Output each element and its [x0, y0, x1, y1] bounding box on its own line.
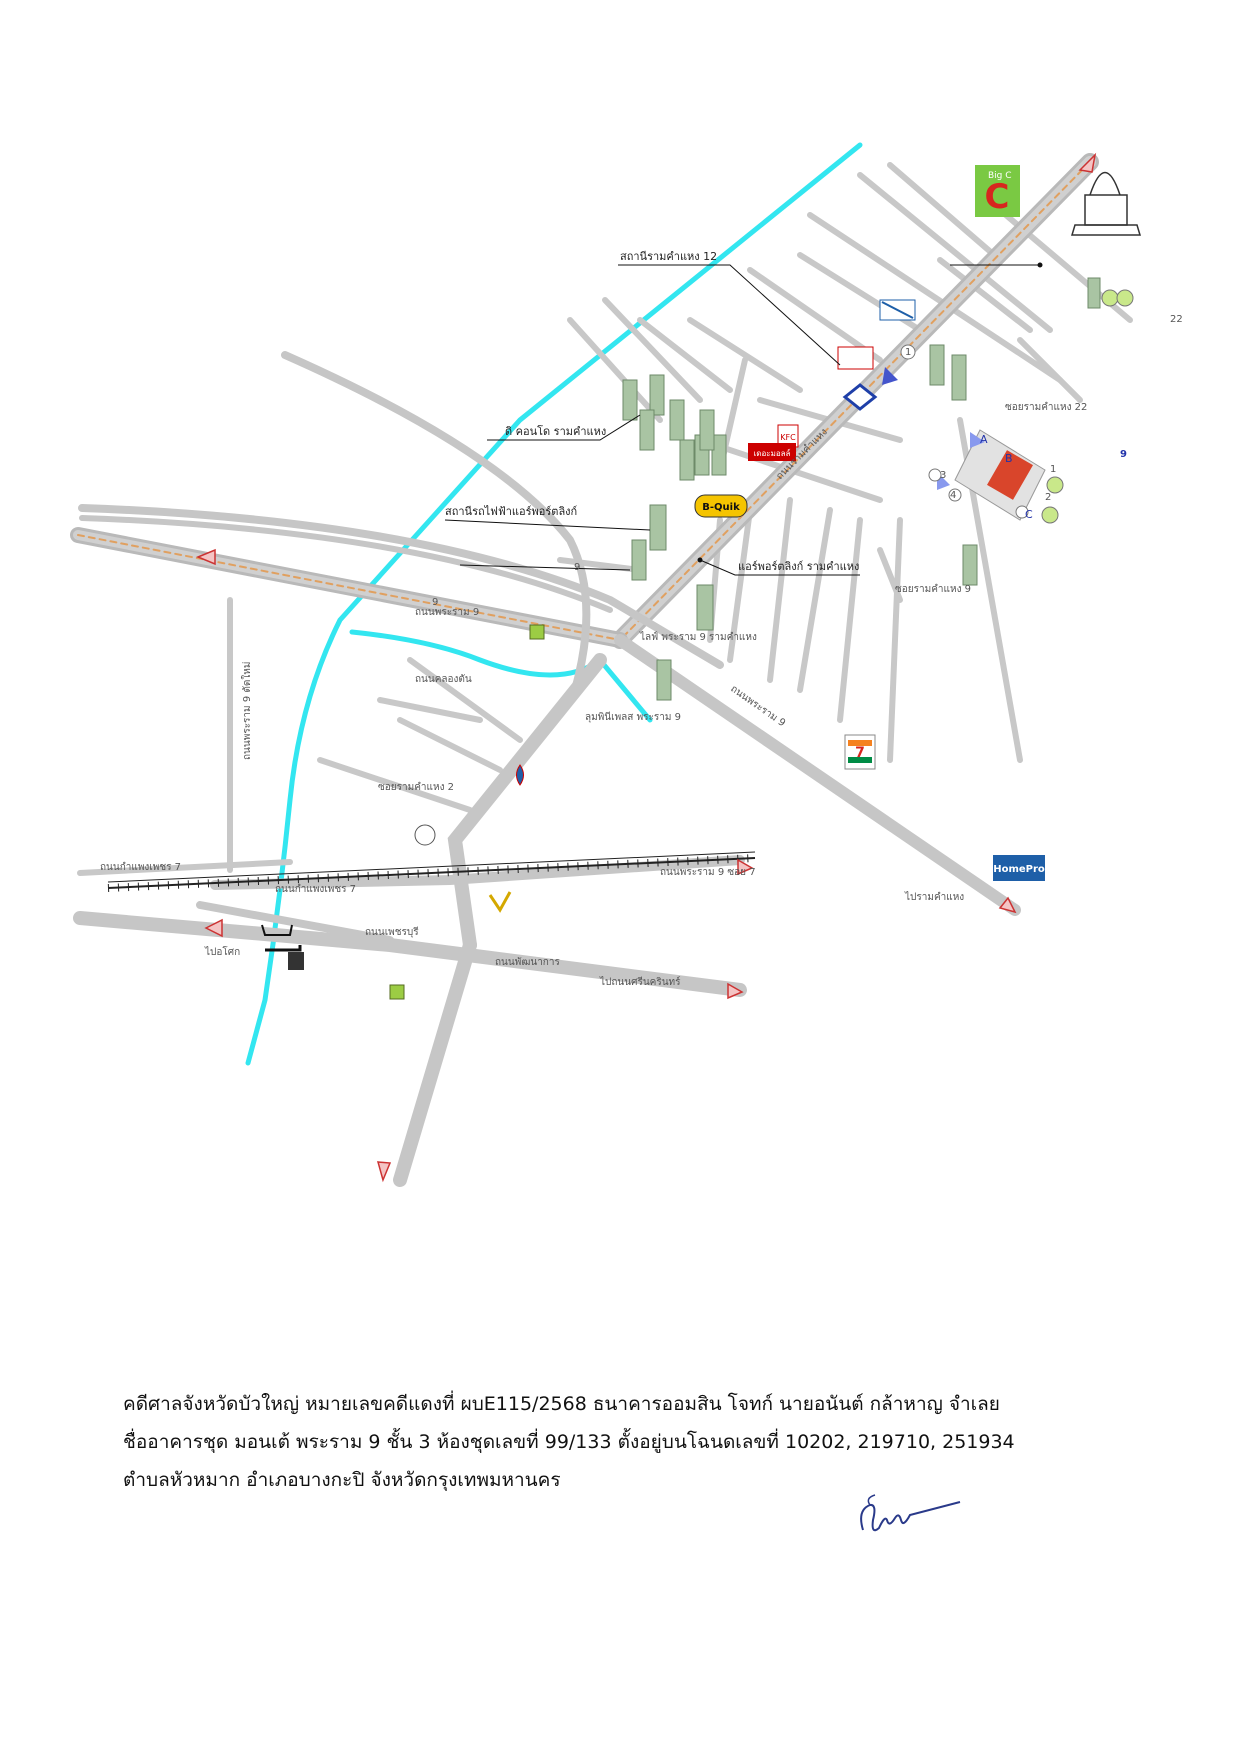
homepro-logo: HomePro — [993, 855, 1045, 881]
caption-line-1: คดีศาลจังหวัดบัวใหญ่ หมายเลขคดีแดงที่ ผบ… — [123, 1393, 1000, 1415]
post-logo — [879, 299, 916, 321]
svg-text:C: C — [985, 177, 1010, 217]
label-north-road: ซอยรามคำแหง 22 — [1005, 402, 1087, 413]
direction-arrows — [196, 152, 1097, 1183]
num-3: 3 — [940, 470, 946, 481]
condo-buildings — [622, 277, 1101, 701]
letter-a: A — [980, 433, 988, 446]
mall-block — [954, 429, 1046, 521]
label-rama9-road: ถนนพระราม 9 — [415, 607, 479, 618]
label-condo-rk: ไลฟ์ พระราม 9 รามคำแหง — [639, 631, 757, 643]
railway — [107, 851, 756, 892]
marker-9b: 9 — [432, 597, 438, 608]
marker-9c: 9 — [1120, 449, 1127, 460]
location-map: C Big C B-Quik KFC เดอะมอลล์ 7 HomePro — [70, 142, 1183, 1187]
label-near: แอร์พอร์ตลิงก์ รามคำแหง — [738, 560, 859, 573]
label-soi-rama9: ซอยรามคำแหง 9 — [895, 584, 971, 595]
label-phattanakan: ถนนพัฒนาการ — [495, 957, 560, 968]
caption-line-3: ตำบลหัวหมาก อำเภอบางกะปิ จังหวัดกรุงเทพม… — [123, 1469, 561, 1491]
letter-c: C — [1025, 508, 1033, 521]
marker-9a: 9 — [574, 562, 580, 573]
label-to-left: ไปอโศก — [204, 945, 240, 958]
svg-text:Big C: Big C — [988, 171, 1012, 181]
marker-22: 22 — [1170, 314, 1183, 325]
svg-text:เดอะมอลล์: เดอะมอลล์ — [754, 448, 791, 458]
svg-text:KFC: KFC — [780, 433, 796, 442]
caption-line-2: ชื่ออาคารชุด มอนเต้ พระราม 9 ชั้น 3 ห้อง… — [123, 1431, 1015, 1453]
svg-text:B-Quik: B-Quik — [702, 502, 740, 513]
letter-b: B — [1005, 452, 1013, 465]
label-arl-station: สถานีรถไฟฟ้าแอร์พอร์ตลิงก์ — [445, 505, 577, 518]
svg-text:7: 7 — [855, 745, 865, 761]
signature — [860, 1494, 961, 1532]
svg-text:HomePro: HomePro — [993, 864, 1045, 875]
label-rama9-soi-7: ถนนพระราม 9 ซอย 7 — [660, 867, 756, 878]
label-canal-road: ถนนคลองตัน — [415, 674, 472, 685]
case-caption: คดีศาลจังหวัดบัวใหญ่ หมายเลขคดีแดงที่ ผบ… — [123, 1385, 1123, 1499]
label-station-12: สถานีรามคำแหง 12 — [620, 250, 717, 263]
mall-logo: เดอะมอลล์ — [748, 443, 796, 461]
label-rk-soi-7b: ถนนกำแพงเพชร 7 — [275, 884, 356, 895]
label-rama9-soi-2: ซอยรามคำแหง 2 — [378, 782, 454, 793]
leader-lines — [444, 262, 1043, 576]
num-1b: 1 — [905, 347, 911, 358]
bigc-logo: C Big C — [975, 165, 1020, 217]
num-1a: 1 — [1050, 464, 1056, 475]
label-city-condo: ดิ คอนโด รามคำแหง — [505, 424, 606, 438]
bquik-logo: B-Quik — [694, 494, 748, 518]
num-4: 4 — [950, 490, 956, 501]
label-to-rk: ไปรามคำแหง — [904, 891, 964, 903]
label-rk-soi-7: ถนนกำแพงเพชร 7 — [100, 862, 181, 873]
label-phetchaburi: ถนนเพชรบุรี — [365, 926, 419, 938]
label-to-nakhon: ไปถนนศรีนครินทร์ — [599, 976, 681, 988]
label-condo-rama9: ลุมพินีเพลส พระราม 9 — [585, 711, 681, 723]
label-rama9-v: ถนนพระราม 9 ตัดใหม่ — [241, 662, 253, 760]
arl-logo — [837, 346, 878, 411]
monument-icon — [1070, 172, 1142, 236]
seven-eleven-logo: 7 — [844, 734, 876, 770]
num-2: 2 — [1045, 492, 1051, 503]
landmarks: C Big C B-Quik KFC เดอะมอลล์ 7 HomePro — [261, 165, 1142, 1000]
map-labels: สถานีรามคำแหง 12 ดิ คอนโด รามคำแหง สถานี… — [100, 250, 1183, 988]
